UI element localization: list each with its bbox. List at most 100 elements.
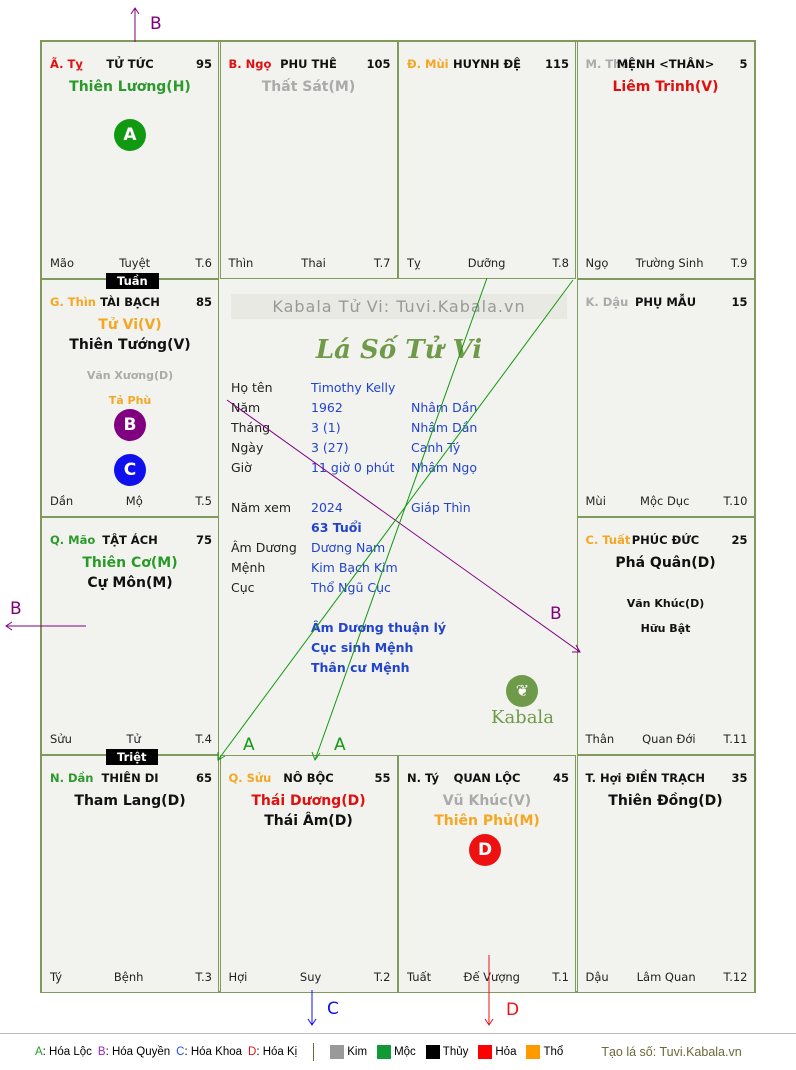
earthly-branch: Sửu — [50, 732, 72, 746]
life-phase: Quan Đới — [642, 732, 696, 746]
palace-number: 105 — [366, 57, 391, 71]
earthly-branch: Hợi — [228, 970, 248, 984]
earthly-branch: Ngọ — [585, 256, 609, 270]
palace-number: 5 — [739, 57, 748, 71]
palace-name: TÀI BẠCH — [100, 295, 160, 309]
age-range: T.5 — [195, 494, 212, 508]
tree-icon: ❦ — [506, 675, 539, 707]
palace-number: 75 — [195, 533, 212, 547]
heavenly-stem: C. Tuất — [585, 533, 631, 547]
color-swatch — [425, 1045, 440, 1059]
life-phase: Tử — [126, 732, 141, 746]
info-row: 63 Tuổi — [311, 520, 362, 535]
age-range: T.9 — [730, 256, 748, 270]
earthly-branch: Mão — [50, 256, 75, 270]
earthly-branch: Thân — [585, 732, 615, 746]
heavenly-stem: Ã. Tỵ — [50, 57, 83, 71]
minor-star: Tả Phù — [108, 394, 152, 407]
earthly-branch: Mùi — [585, 494, 606, 508]
major-star: Liêm Trinh(V) — [612, 79, 719, 95]
color-swatch — [377, 1045, 392, 1059]
palace-name: THIÊN DI — [101, 771, 159, 785]
life-phase: Trường Sinh — [635, 256, 704, 270]
label-b: B — [150, 14, 162, 34]
legend-hoa: D: Hóa Kị — [248, 1046, 298, 1058]
age-range: T.12 — [723, 970, 748, 984]
tuan-tag: Tuần — [106, 273, 159, 289]
major-star: Thái Âm(D) — [264, 813, 353, 829]
marker-d-hoa-ki: D — [469, 834, 501, 866]
center-info-panel: Kabala Tử Vi: Tuvi.Kabala.vn Lá Số Tử Vi… — [221, 280, 577, 756]
label-d: D — [506, 1000, 519, 1020]
earthly-branch: Tỵ — [407, 256, 421, 270]
major-star: Thiên Đồng(D) — [608, 793, 723, 809]
credit-link[interactable]: Tạo lá số: Tuvi.Kabala.vn — [601, 1045, 742, 1059]
age-range: T.1 — [552, 970, 569, 984]
earthly-branch: Tý — [50, 970, 63, 984]
earthly-branch: Dậu — [585, 970, 609, 984]
major-star: Vũ Khúc(V) — [442, 793, 532, 809]
legend-element: Hỏa — [478, 1045, 516, 1059]
palace-number: 65 — [195, 771, 212, 785]
age-range: T.3 — [195, 970, 212, 984]
legend-element: Thổ — [526, 1045, 563, 1059]
marker-a-hoa-loc: A — [114, 119, 146, 151]
palace-number: 55 — [374, 771, 391, 785]
age-range: T.7 — [373, 256, 391, 270]
major-star: Thất Sát(M) — [261, 79, 356, 95]
palace-number: 15 — [731, 295, 748, 309]
minor-star: Hữu Bật — [640, 622, 691, 635]
marker-c-hoa-khoa: C — [114, 454, 146, 486]
minor-star: Văn Xương(D) — [86, 369, 174, 382]
age-range: T.10 — [723, 494, 748, 508]
marker-b-hoa-quyen: B — [114, 409, 146, 441]
life-phase: Thai — [301, 256, 326, 270]
palace-number: 25 — [731, 533, 748, 547]
palace-number: 85 — [195, 295, 212, 309]
major-star: Thiên Phủ(M) — [434, 813, 540, 829]
life-phase: Tuyệt — [119, 256, 151, 270]
heavenly-stem: K. Dậu — [585, 295, 629, 309]
kabala-logo: ❦ Kabala — [491, 675, 554, 728]
life-phase: Mộ — [125, 494, 143, 508]
palace-name: MỆNH <THÂN> — [616, 57, 715, 71]
earthly-branch: Tuất — [407, 970, 432, 984]
legend-hoa: A: Hóa Lộc — [35, 1046, 92, 1058]
heavenly-stem: N. Dần — [50, 771, 94, 785]
age-range: T.4 — [195, 732, 212, 746]
earthly-branch: Thìn — [228, 256, 254, 270]
heavenly-stem: Q. Sửu — [228, 771, 272, 785]
life-phase: Lâm Quan — [636, 970, 696, 984]
palace-name: TẬT ÁCH — [102, 533, 158, 547]
heavenly-stem: Q. Mão — [50, 533, 96, 547]
color-swatch — [478, 1045, 493, 1059]
site-banner: Kabala Tử Vi: Tuvi.Kabala.vn — [231, 294, 567, 319]
legend-element: Mộc — [377, 1045, 416, 1059]
heavenly-stem: T. Hợi — [585, 771, 622, 785]
color-swatch — [330, 1045, 345, 1059]
palace-name: PHU THÊ — [280, 57, 337, 71]
major-star: Thiên Lương(H) — [69, 79, 191, 95]
age-range: T.11 — [723, 732, 748, 746]
life-phase: Bệnh — [113, 970, 144, 984]
palace-name: PHÚC ĐỨC — [631, 533, 700, 547]
life-phase: Dưỡng — [467, 256, 506, 270]
age-range: T.6 — [195, 256, 212, 270]
legend-element: Kim — [330, 1045, 367, 1059]
